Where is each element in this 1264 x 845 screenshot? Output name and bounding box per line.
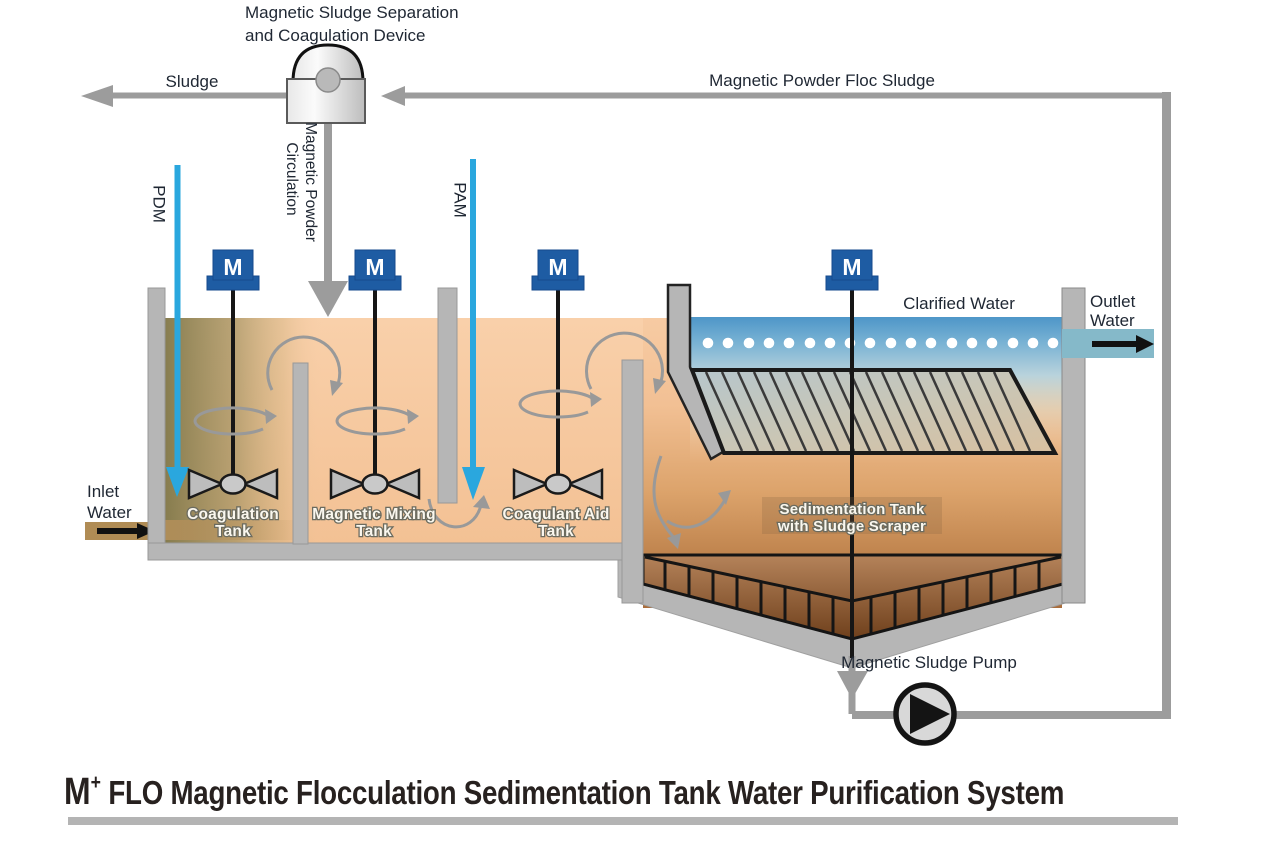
circulation-drop-line bbox=[324, 120, 332, 283]
motor-label-3: M bbox=[548, 254, 567, 280]
diagram-labels: Magnetic Sludge Separation and Coagulati… bbox=[87, 3, 1136, 672]
inlet-label-line2: Water bbox=[87, 503, 132, 522]
clarified-water-label: Clarified Water bbox=[903, 294, 1015, 313]
outlet-flow-arrow bbox=[1092, 341, 1136, 347]
underflow-arc bbox=[427, 498, 483, 529]
inlet-pipe bbox=[85, 520, 305, 540]
motor-label-4: M bbox=[842, 254, 861, 280]
pdm-line bbox=[174, 165, 181, 468]
impellers bbox=[187, 468, 604, 500]
outer-left-wall bbox=[147, 287, 166, 561]
sludge-out-label: Sludge bbox=[166, 72, 219, 91]
pump-label: Magnetic Sludge Pump bbox=[841, 653, 1017, 672]
mixers: M M M M bbox=[187, 249, 879, 658]
dosing-arrows bbox=[166, 159, 485, 500]
sedimentation-tank-label-line1: Sedimentation Tank bbox=[779, 501, 924, 518]
mixer-shafts bbox=[231, 288, 854, 658]
outlet-label-line2: Water bbox=[1090, 311, 1135, 330]
rotation-arc-3 bbox=[518, 389, 597, 419]
rotation-arc-2 bbox=[335, 406, 414, 436]
sedimentation-tank-label-line2: with Sludge Scraper bbox=[777, 518, 926, 535]
sed-downflow-arrow bbox=[652, 455, 678, 542]
title-underline bbox=[68, 817, 1178, 825]
tank-walls bbox=[147, 283, 1086, 604]
motor-label-2: M bbox=[365, 254, 384, 280]
coagulant-aid-tank-label-line1: Coagulant Aid bbox=[502, 506, 609, 523]
inlet-label-line1: Inlet bbox=[87, 482, 119, 501]
floc-sludge-line bbox=[398, 92, 1168, 99]
device-label-line1: Magnetic Sludge Separation bbox=[245, 3, 459, 22]
outlet-label-line1: Outlet bbox=[1090, 292, 1136, 311]
sed-label-band bbox=[762, 497, 942, 534]
title-text: FLO Magnetic Flocculation Sedimentation … bbox=[100, 774, 1065, 811]
hanging-baffle bbox=[437, 287, 458, 504]
sludge-piping bbox=[81, 85, 1171, 719]
diagram-title: M+ FLO Magnetic Flocculation Sedimentati… bbox=[64, 771, 1064, 814]
coagulation-tank-label-line2: Tank bbox=[215, 523, 251, 540]
sludge-out-arrowhead bbox=[81, 85, 113, 107]
tank-floor bbox=[147, 542, 644, 561]
floc-sludge-label: Magnetic Powder Floc Sludge bbox=[709, 71, 935, 90]
pump-suction-line bbox=[852, 711, 1168, 719]
motor-label-1: M bbox=[223, 254, 242, 280]
sed-upflow-arrow bbox=[666, 497, 728, 529]
scraper-blades bbox=[663, 562, 1041, 634]
circulation-label-line1: Magnetic Powder bbox=[302, 122, 319, 242]
coagulation-tank-label-line1: Coagulation bbox=[187, 506, 279, 523]
wall-coagaid-sedimentation bbox=[621, 359, 644, 604]
title-prefix: M bbox=[64, 771, 91, 813]
pdm-arrowhead bbox=[166, 467, 189, 497]
inlet-plume bbox=[165, 520, 305, 540]
wall-coagulation-magnetic bbox=[292, 362, 309, 545]
riser-pipe bbox=[1162, 92, 1171, 719]
magnetic-mixing-tank-label-line2: Tank bbox=[356, 523, 392, 540]
pam-line bbox=[470, 159, 476, 468]
magnetic-mixing-tank-label-line1: Magnetic Mixing bbox=[312, 506, 436, 523]
outlet-pipe bbox=[1062, 329, 1154, 358]
separation-device-icon bbox=[286, 43, 366, 124]
flow-arrows bbox=[193, 331, 731, 549]
circulation-label-line2: Circulation bbox=[283, 142, 300, 215]
lamella-plate-pack bbox=[689, 368, 1059, 455]
floc-sludge-arrowhead bbox=[381, 86, 405, 106]
lamella-slats bbox=[704, 371, 1032, 452]
overflow-arc-2 bbox=[585, 331, 664, 390]
rotation-arc-1 bbox=[193, 406, 272, 436]
sed-tank-right-wall bbox=[1061, 287, 1086, 604]
inlet-flow-arrow bbox=[97, 528, 137, 534]
coagulant-aid-tank-label-line2: Tank bbox=[538, 523, 574, 540]
pam-arrowhead bbox=[462, 467, 485, 500]
title-superscript: + bbox=[90, 771, 101, 794]
outlet-flow-arrowhead bbox=[1136, 335, 1154, 353]
pam-label: PAM bbox=[451, 182, 470, 218]
magnetic-sludge-pump-icon bbox=[893, 682, 957, 746]
inlet-flow-arrowhead bbox=[137, 523, 155, 539]
sludge-out-line bbox=[105, 92, 290, 99]
overflow-arc-1 bbox=[266, 335, 342, 391]
pdm-label: PDM bbox=[150, 185, 169, 223]
motors bbox=[206, 249, 879, 291]
circulation-arrowhead bbox=[308, 281, 348, 317]
hopper-drain-arrowhead bbox=[837, 671, 868, 699]
device-label-line2: and Coagulation Device bbox=[245, 26, 426, 45]
